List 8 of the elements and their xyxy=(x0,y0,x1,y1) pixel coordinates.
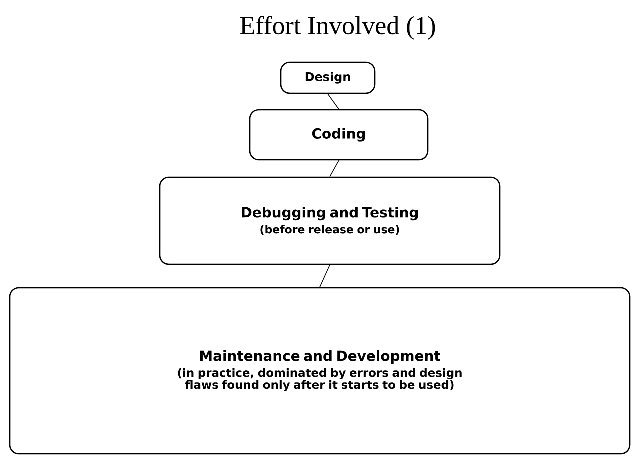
process-box: Debugging and Testing (before release or use) xyxy=(159,176,501,266)
connector-line xyxy=(320,264,330,288)
title: Effort Involved (1) xyxy=(240,16,436,40)
connector-line xyxy=(330,160,340,178)
process-box: Design xyxy=(280,62,376,94)
process-box: Maintenance and Development (in practice, dominated by errors and design flaws found only after it starts to be used) xyxy=(9,287,631,455)
process-box: Coding xyxy=(249,109,429,161)
connector-line xyxy=(328,94,340,110)
